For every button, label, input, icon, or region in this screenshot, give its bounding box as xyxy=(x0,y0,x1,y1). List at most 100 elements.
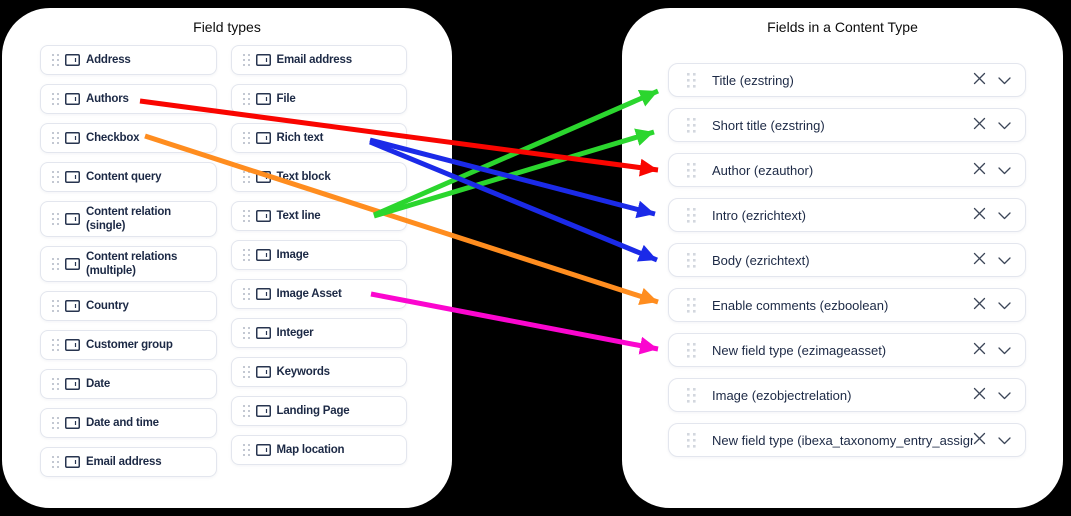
remove-field-button[interactable] xyxy=(973,297,986,313)
field-type-icon xyxy=(255,171,271,183)
field-type-label: Authors xyxy=(86,93,129,105)
field-types-column-2: Email address File xyxy=(230,45,407,477)
field-type-item[interactable]: Keywords xyxy=(230,357,407,387)
collapse-field-button[interactable] xyxy=(998,253,1011,268)
drag-handle-icon[interactable] xyxy=(52,131,59,145)
field-type-item[interactable]: Text block xyxy=(230,162,407,192)
field-type-item[interactable]: Content relation (single) xyxy=(40,201,217,237)
field-type-item[interactable]: File xyxy=(230,84,407,114)
collapse-field-button[interactable] xyxy=(998,343,1011,358)
collapse-field-button[interactable] xyxy=(998,433,1011,448)
field-types-panel-title: Field types xyxy=(193,19,261,35)
content-type-fields-panel: Fields in a Content Type Title (ezstring… xyxy=(622,8,1063,508)
field-type-item[interactable]: Image xyxy=(230,240,407,270)
drag-handle-icon[interactable] xyxy=(52,416,59,430)
field-type-icon xyxy=(65,456,80,468)
content-type-field-row[interactable]: Author (ezauthor) xyxy=(668,153,1026,187)
field-type-icon xyxy=(65,258,80,270)
content-type-field-row[interactable]: Enable comments (ezboolean) xyxy=(668,288,1026,322)
drag-handle-icon[interactable] xyxy=(242,326,250,340)
drag-handle-icon[interactable] xyxy=(687,72,696,88)
close-x-icon xyxy=(973,297,986,313)
remove-field-button[interactable] xyxy=(973,342,986,358)
chevron-down-icon xyxy=(998,73,1011,88)
drag-handle-icon[interactable] xyxy=(687,432,696,448)
collapse-field-button[interactable] xyxy=(998,118,1011,133)
field-type-item[interactable]: Content relations (multiple) xyxy=(40,246,217,282)
field-type-icon xyxy=(65,93,80,105)
drag-handle-icon[interactable] xyxy=(242,404,250,418)
drag-handle-icon[interactable] xyxy=(687,162,696,178)
close-x-icon xyxy=(973,117,986,133)
drag-handle-icon[interactable] xyxy=(242,365,250,379)
remove-field-button[interactable] xyxy=(973,432,986,448)
drag-handle-icon[interactable] xyxy=(52,299,59,313)
drag-handle-icon[interactable] xyxy=(52,212,59,226)
content-type-field-row[interactable]: Short title (ezstring) xyxy=(668,108,1026,142)
collapse-field-button[interactable] xyxy=(998,208,1011,223)
field-type-item[interactable]: Map location xyxy=(230,435,407,465)
drag-handle-icon[interactable] xyxy=(242,53,250,67)
field-type-item[interactable]: Customer group xyxy=(40,330,217,360)
field-type-item[interactable]: Rich text xyxy=(230,123,407,153)
collapse-field-button[interactable] xyxy=(998,163,1011,178)
field-type-item[interactable]: Date xyxy=(40,369,217,399)
drag-handle-icon[interactable] xyxy=(242,170,250,184)
field-type-item[interactable]: Content query xyxy=(40,162,217,192)
drag-handle-icon[interactable] xyxy=(52,377,59,391)
field-label: New field type (ezimageasset) xyxy=(712,342,887,358)
drag-handle-icon[interactable] xyxy=(52,53,59,67)
remove-field-button[interactable] xyxy=(973,207,986,223)
field-type-item[interactable]: Landing Page xyxy=(230,396,407,426)
drag-handle-icon[interactable] xyxy=(52,455,59,469)
close-x-icon xyxy=(973,432,986,448)
field-type-icon xyxy=(255,288,271,300)
field-type-item[interactable]: Email address xyxy=(230,45,407,75)
field-type-label: Keywords xyxy=(276,366,331,378)
drag-handle-icon[interactable] xyxy=(687,207,696,223)
field-type-item[interactable]: Checkbox xyxy=(40,123,217,153)
content-type-field-row[interactable]: Image (ezobjectrelation) xyxy=(668,378,1026,412)
field-type-label: File xyxy=(276,93,296,105)
collapse-field-button[interactable] xyxy=(998,73,1011,88)
drag-handle-icon[interactable] xyxy=(242,209,250,223)
drag-handle-icon[interactable] xyxy=(687,117,696,133)
drag-handle-icon[interactable] xyxy=(52,92,59,106)
drag-handle-icon[interactable] xyxy=(687,342,696,358)
remove-field-button[interactable] xyxy=(973,117,986,133)
content-type-field-row[interactable]: Title (ezstring) xyxy=(668,63,1026,97)
drag-handle-icon[interactable] xyxy=(687,297,696,313)
field-type-label: Image xyxy=(276,249,309,261)
drag-handle-icon[interactable] xyxy=(52,338,59,352)
content-type-field-row[interactable]: New field type (ibexa_taxonomy_entry_ass… xyxy=(668,423,1026,457)
collapse-field-button[interactable] xyxy=(998,388,1011,403)
field-type-item[interactable]: Country xyxy=(40,291,217,321)
drag-handle-icon[interactable] xyxy=(687,387,696,403)
drag-handle-icon[interactable] xyxy=(242,92,250,106)
content-type-field-row[interactable]: New field type (ezimageasset) xyxy=(668,333,1026,367)
content-type-field-row[interactable]: Intro (ezrichtext) xyxy=(668,198,1026,232)
field-type-item[interactable]: Email address xyxy=(40,447,217,477)
field-type-item[interactable]: Authors xyxy=(40,84,217,114)
drag-handle-icon[interactable] xyxy=(52,257,59,271)
content-type-field-row[interactable]: Body (ezrichtext) xyxy=(668,243,1026,277)
remove-field-button[interactable] xyxy=(973,252,986,268)
remove-field-button[interactable] xyxy=(973,387,986,403)
drag-handle-icon[interactable] xyxy=(52,170,59,184)
drag-handle-icon[interactable] xyxy=(242,248,250,262)
drag-handle-icon[interactable] xyxy=(242,443,250,457)
field-type-item[interactable]: Text line xyxy=(230,201,407,231)
field-type-item[interactable]: Address xyxy=(40,45,217,75)
remove-field-button[interactable] xyxy=(973,72,986,88)
drag-handle-icon[interactable] xyxy=(242,287,250,301)
field-type-item[interactable]: Integer xyxy=(230,318,407,348)
remove-field-button[interactable] xyxy=(973,162,986,178)
field-type-item[interactable]: Date and time xyxy=(40,408,217,438)
field-type-label: Date and time xyxy=(86,417,159,429)
drag-handle-icon[interactable] xyxy=(242,131,250,145)
field-type-icon xyxy=(255,249,271,261)
collapse-field-button[interactable] xyxy=(998,298,1011,313)
field-type-label: Checkbox xyxy=(86,132,140,144)
drag-handle-icon[interactable] xyxy=(687,252,696,268)
field-type-item[interactable]: Image Asset xyxy=(230,279,407,309)
